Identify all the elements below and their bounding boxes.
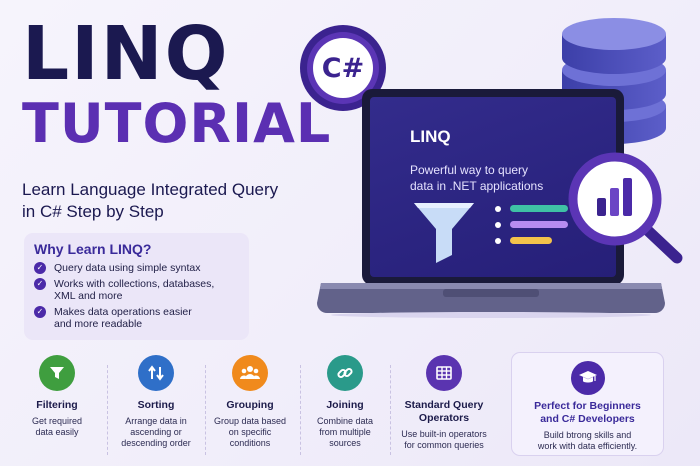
- divider: [390, 365, 391, 455]
- check-icon: ✓: [34, 262, 46, 274]
- page-title: LINQ: [22, 11, 230, 97]
- feature-title: Sorting: [137, 399, 175, 411]
- subtitle: Learn Language Integrated Query in C# St…: [22, 179, 352, 223]
- table-icon: [426, 355, 462, 391]
- laptop-base: [317, 283, 665, 318]
- why-item: ✓ Query data using simple syntax: [34, 262, 239, 274]
- divider: [205, 365, 206, 455]
- csharp-label: C#: [322, 53, 364, 84]
- divider: [107, 365, 108, 455]
- graduation-cap-icon: [570, 361, 605, 395]
- link-icon: [327, 355, 363, 391]
- sort-arrows-icon: [138, 355, 174, 391]
- filter-icon: [39, 355, 75, 391]
- why-item-text: Works with collections, databases,XML an…: [54, 278, 215, 302]
- page-title-tutorial: TUTORIAL: [22, 92, 332, 155]
- feature-title: Filtering: [36, 399, 78, 411]
- csharp-badge-icon: C#: [300, 25, 386, 111]
- magnifier-chart-icon: [568, 152, 683, 264]
- check-icon: ✓: [34, 278, 46, 290]
- why-learn-card: Why Learn LINQ? ✓ Query data using simpl…: [24, 233, 249, 340]
- feature-title: Joining: [326, 399, 364, 411]
- why-item: ✓ Works with collections, databases,XML …: [34, 278, 239, 302]
- subtitle-line-1: Learn Language Integrated Query: [22, 180, 279, 199]
- divider: [300, 365, 301, 455]
- feature-title: Grouping: [226, 399, 274, 411]
- check-icon: ✓: [34, 306, 46, 318]
- funnel-icon: [414, 203, 568, 263]
- screen-title: LINQ: [410, 127, 451, 146]
- why-learn-title: Why Learn LINQ?: [34, 241, 152, 257]
- subtitle-line-2: in C# Step by Step: [22, 202, 164, 221]
- screen-description: Powerful way to query data in .NET appli…: [410, 163, 544, 193]
- why-item-text: Query data using simple syntax: [54, 262, 201, 274]
- group-users-icon: [232, 355, 268, 391]
